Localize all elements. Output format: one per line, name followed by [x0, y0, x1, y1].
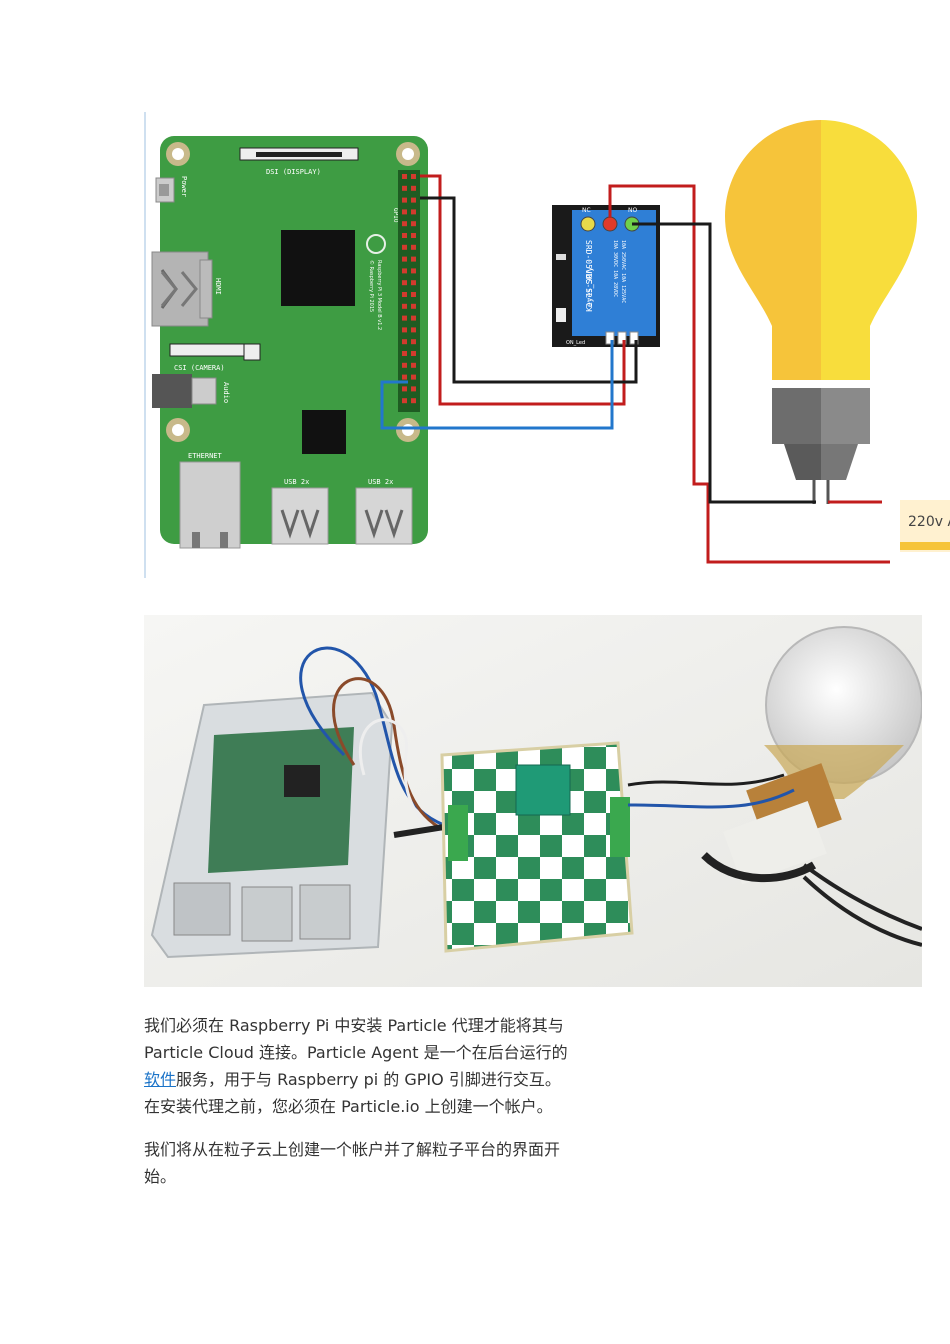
- wires: [380, 174, 890, 564]
- paragraph-2: 我们将从在粒子云上创建一个帐户并了解粒子平台的界面开始。: [144, 1140, 561, 1186]
- usb1-label: USB 2x: [284, 478, 309, 486]
- usb2-label: USB 2x: [368, 478, 393, 486]
- wiring-diagram: DSI (DISPLAY) Power HDMI Raspberry Pi 3 …: [144, 112, 950, 580]
- model-line1: Raspberry Pi 3 Model B v1.2: [376, 260, 382, 330]
- model-line2: © Raspberry Pi 2015: [368, 260, 375, 312]
- hdmi-label: HDMI: [214, 278, 222, 295]
- csi-label: CSI (CAMERA): [174, 364, 225, 372]
- software-link[interactable]: 软件: [144, 1070, 177, 1089]
- pi-case: [150, 691, 394, 959]
- gpio-pins: [402, 174, 416, 404]
- raspberry-pi-board: DSI (DISPLAY) Power HDMI Raspberry Pi 3 …: [151, 136, 428, 549]
- ethernet-label: ETHERNET: [188, 452, 223, 460]
- photo-wires: [299, 646, 445, 839]
- relay-spec2: 10A 30VDC 10A 28VDC: [612, 240, 618, 297]
- relay-on-led-label: ON_Led: [566, 340, 585, 346]
- light-bulb-icon: [725, 120, 917, 504]
- relay-no-label: NO: [628, 207, 637, 214]
- photo-bulb: [627, 626, 922, 947]
- relay-module: NC NO 10A 250VAC 10A 125VAC 10A 30VDC 10…: [552, 205, 660, 347]
- relay-model: SRD-05VDC-SL-C: [584, 240, 593, 308]
- relay-brand: Keyes_SRly: [585, 267, 594, 312]
- gpio-label: GPIO: [392, 208, 399, 223]
- article-body: 我们必须在 Raspberry Pi 中安装 Particle 代理才能将其与 …: [144, 1012, 574, 1206]
- paragraph-1-part2: 服务，用于与 Raspberry pi 的 GPIO 引脚进行交互。在安装代理之…: [144, 1070, 561, 1116]
- hardware-photo: [144, 615, 922, 987]
- supply-label: 220v AC: [908, 514, 950, 530]
- audio-label: Audio: [222, 382, 230, 403]
- paragraph-1-part1: 我们必须在 Raspberry Pi 中安装 Particle 代理才能将其与 …: [144, 1016, 568, 1062]
- relay-spec1: 10A 250VAC 10A 125VAC: [620, 240, 626, 303]
- dsi-label: DSI (DISPLAY): [266, 168, 321, 176]
- relay-board: [440, 741, 634, 953]
- raspberry-logo-icon: [366, 234, 386, 254]
- relay-nc-label: NC: [582, 207, 591, 214]
- paragraph-1: 我们必须在 Raspberry Pi 中安装 Particle 代理才能将其与 …: [144, 1012, 574, 1120]
- power-label: Power: [180, 176, 188, 197]
